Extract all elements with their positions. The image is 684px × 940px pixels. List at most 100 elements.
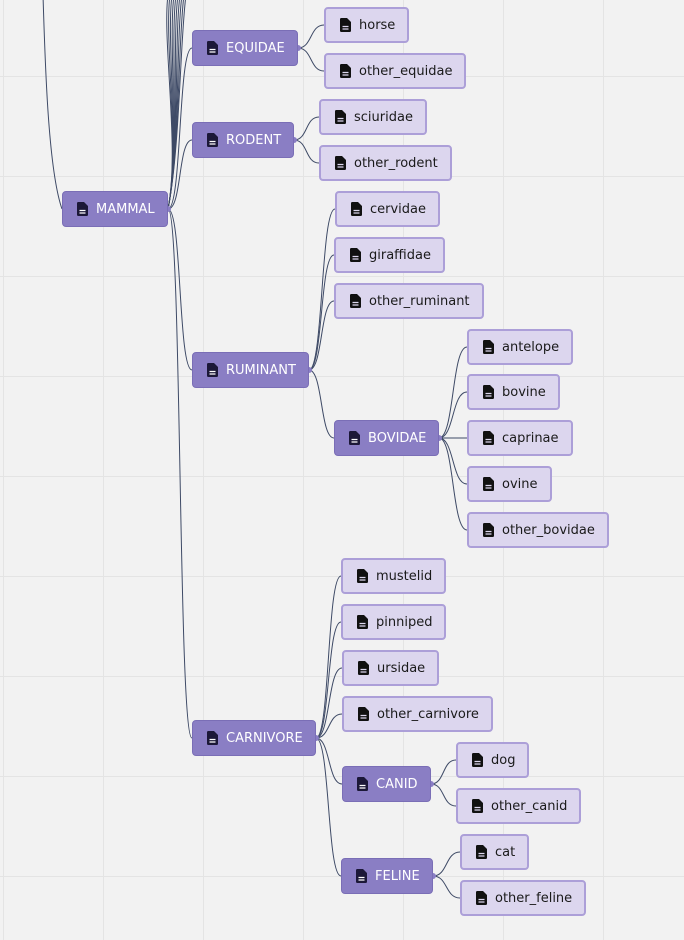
document-icon	[472, 753, 483, 767]
node-label: CARNIVORE	[226, 730, 303, 746]
edge-bovidae-other-bovidae	[438, 437, 468, 531]
node-other-rodent[interactable]: other_rodent	[319, 145, 452, 181]
node-label: other_feline	[495, 890, 573, 906]
document-icon	[351, 202, 362, 216]
document-icon	[357, 615, 368, 629]
node-cervidae[interactable]: cervidae	[335, 191, 441, 227]
node-label: other_ruminant	[369, 293, 470, 309]
edge-offscreen	[167, 0, 182, 210]
document-icon	[335, 110, 346, 124]
edge-mammal-carnivore	[167, 208, 193, 739]
edge-ruminant-giraffidae	[308, 254, 335, 371]
node-label: caprinae	[502, 430, 559, 446]
edge-rodent-other-rodent	[293, 139, 320, 164]
edge-mammal-ruminant	[167, 208, 193, 371]
edge-offscreen	[167, 0, 174, 210]
node-label: antelope	[502, 339, 560, 355]
node-label: CANID	[376, 776, 418, 792]
node-label: other_bovidae	[502, 522, 595, 538]
node-label: ovine	[502, 476, 538, 492]
node-label: EQUIDAE	[226, 40, 285, 56]
document-icon	[340, 18, 351, 32]
node-cat[interactable]: cat	[460, 834, 530, 870]
node-label: RUMINANT	[226, 362, 296, 378]
node-other-ruminant[interactable]: other_ruminant	[334, 283, 484, 319]
node-label: other_canid	[491, 798, 568, 814]
node-pinniped[interactable]: pinniped	[341, 604, 447, 640]
node-label: cat	[495, 844, 516, 860]
edge-canid-dog	[430, 759, 457, 785]
node-giraffidae[interactable]: giraffidae	[334, 237, 445, 273]
node-label: RODENT	[226, 132, 282, 148]
edge-mammal-equidae	[167, 47, 193, 210]
edge-ruminant-cervidae	[308, 208, 336, 371]
document-icon	[77, 202, 88, 216]
node-bovine[interactable]: bovine	[467, 374, 560, 410]
node-horse[interactable]: horse	[324, 7, 410, 43]
node-dog[interactable]: dog	[456, 742, 530, 778]
node-feline[interactable]: FELINE	[341, 858, 433, 894]
node-label: giraffidae	[369, 247, 431, 263]
edge-equidae-other-equidae	[297, 47, 325, 72]
node-ruminant[interactable]: RUMINANT	[192, 352, 309, 388]
edge-ruminant-other-ruminant	[308, 300, 335, 371]
edge-offscreen	[167, 0, 186, 210]
edge-carnivore-pinniped	[315, 621, 342, 739]
edge-offscreen	[167, 0, 175, 210]
edge-offscreen	[167, 0, 178, 210]
node-label: other_equidae	[359, 63, 453, 79]
node-label: cervidae	[370, 201, 427, 217]
edge-carnivore-mustelid	[315, 575, 342, 739]
document-icon	[207, 133, 218, 147]
document-icon	[350, 248, 361, 262]
document-icon	[349, 431, 360, 445]
node-caprinae[interactable]: caprinae	[467, 420, 573, 456]
node-label: pinniped	[376, 614, 433, 630]
document-icon	[483, 431, 494, 445]
node-sciuridae[interactable]: sciuridae	[319, 99, 427, 135]
node-antelope[interactable]: antelope	[467, 329, 574, 365]
document-icon	[357, 569, 368, 583]
node-label: other_carnivore	[377, 706, 479, 722]
document-icon	[207, 41, 218, 55]
node-label: dog	[491, 752, 516, 768]
edge-equidae-horse	[297, 24, 325, 49]
edge-offscreen	[167, 0, 180, 210]
node-other-equidae[interactable]: other_equidae	[324, 53, 467, 89]
node-bovidae[interactable]: BOVIDAE	[334, 420, 440, 456]
edge-feline-cat	[432, 851, 461, 877]
node-rodent[interactable]: RODENT	[192, 122, 295, 158]
node-label: BOVIDAE	[368, 430, 427, 446]
node-label: bovine	[502, 384, 546, 400]
node-ovine[interactable]: ovine	[467, 466, 552, 502]
node-equidae[interactable]: EQUIDAE	[192, 30, 298, 66]
edge-carnivore-other-carnivore	[315, 713, 343, 739]
node-ursidae[interactable]: ursidae	[342, 650, 440, 686]
node-mustelid[interactable]: mustelid	[341, 558, 447, 594]
edge-root-parent	[42, 0, 63, 210]
node-other-bovidae[interactable]: other_bovidae	[467, 512, 609, 548]
edge-bovidae-antelope	[438, 346, 468, 439]
document-icon	[358, 707, 369, 721]
edge-carnivore-feline	[315, 737, 342, 877]
edge-bovidae-bovine	[438, 391, 468, 439]
document-icon	[335, 156, 346, 170]
node-mammal[interactable]: MAMMAL	[62, 191, 168, 227]
document-icon	[207, 731, 218, 745]
edge-offscreen	[167, 0, 176, 210]
node-other-canid[interactable]: other_canid	[456, 788, 582, 824]
document-icon	[358, 661, 369, 675]
node-other-carnivore[interactable]: other_carnivore	[342, 696, 493, 732]
node-label: horse	[359, 17, 396, 33]
node-label: MAMMAL	[96, 201, 155, 217]
document-icon	[340, 64, 351, 78]
node-other-feline[interactable]: other_feline	[460, 880, 587, 916]
edge-rodent-sciuridae	[293, 116, 320, 141]
edge-offscreen	[167, 0, 174, 210]
document-icon	[483, 385, 494, 399]
node-canid[interactable]: CANID	[342, 766, 431, 802]
node-carnivore[interactable]: CARNIVORE	[192, 720, 316, 756]
document-icon	[472, 799, 483, 813]
edge-carnivore-canid	[315, 737, 343, 785]
document-icon	[483, 477, 494, 491]
